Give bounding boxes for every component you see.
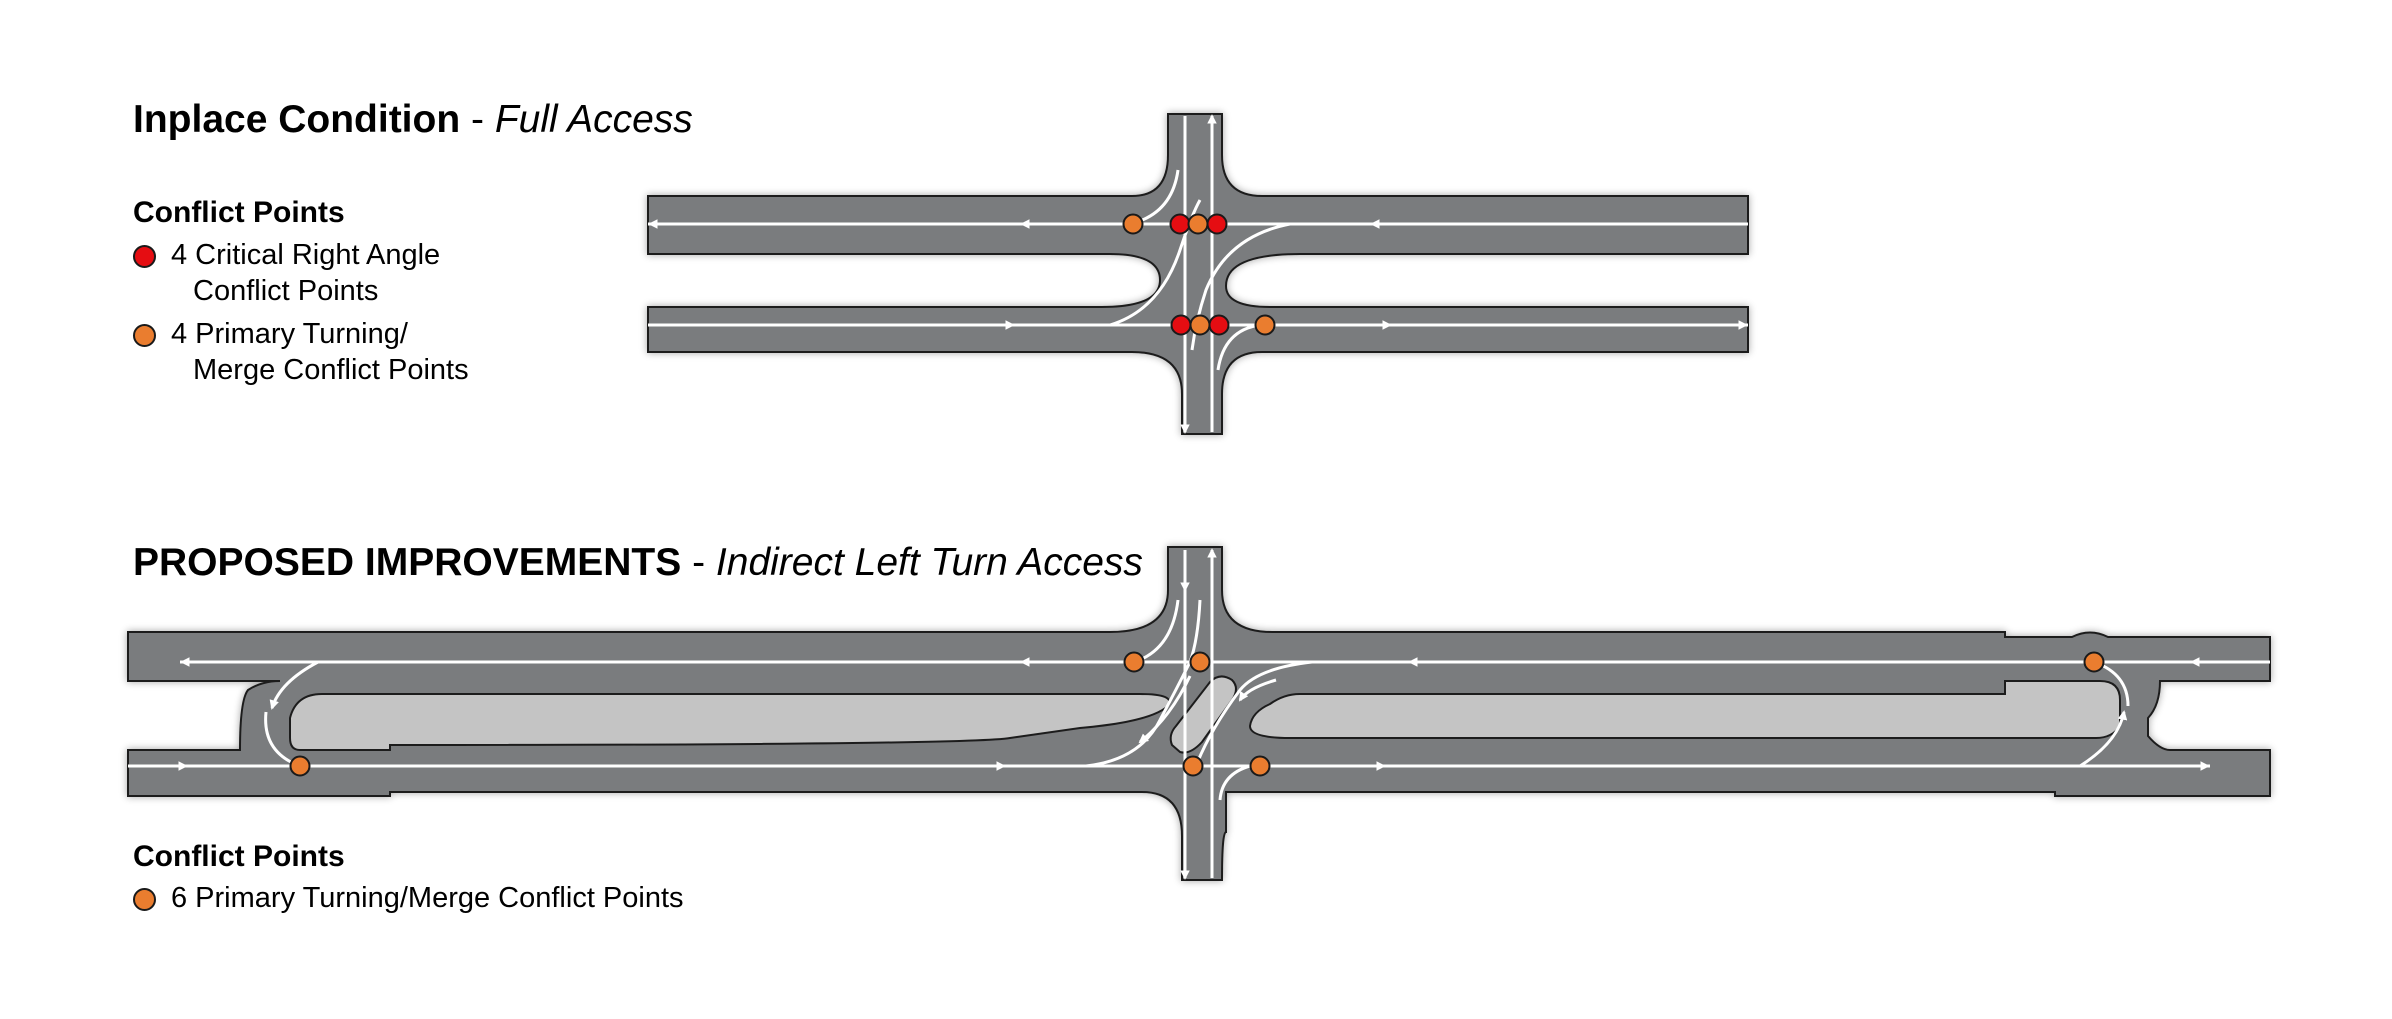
primary-conflict-point <box>1187 213 1209 235</box>
critical-conflict-point <box>1208 314 1230 336</box>
proposed-nb-right-turn <box>1218 764 1251 801</box>
primary-conflict-point <box>1182 755 1204 777</box>
inplace-legend-heading: Conflict Points <box>133 196 345 229</box>
critical-conflict-dot-icon <box>133 245 156 268</box>
inplace-legend-primary-line2: Merge Conflict Points <box>193 354 469 386</box>
inplace-diagram <box>647 113 1749 435</box>
inplace-title-italic: Full Access <box>494 98 693 141</box>
proposed-median-east <box>1248 680 2121 739</box>
proposed-diagram <box>127 546 2271 881</box>
primary-conflict-point <box>289 755 311 777</box>
proposed-legend-primary-line1: 6 Primary Turning/Merge Conflict Points <box>171 882 684 914</box>
critical-conflict-point <box>1206 213 1228 235</box>
proposed-lane-lines <box>128 548 2270 878</box>
proposed-title-bold: PROPOSED IMPROVEMENTS <box>133 541 682 584</box>
inplace-nb-right-turn <box>1216 323 1261 371</box>
inplace-title-bold: Inplace Condition <box>133 98 461 141</box>
proposed-arrows <box>168 570 2210 880</box>
inplace-eb-left-turn <box>1109 199 1202 327</box>
proposed-eb-right-merge <box>1085 599 1202 768</box>
primary-conflict-dot-icon <box>133 324 156 347</box>
critical-conflict-point <box>1169 213 1191 235</box>
proposed-center-island <box>1169 675 1237 754</box>
proposed-legend-heading: Conflict Points <box>133 840 345 873</box>
primary-conflict-point <box>1189 651 1211 673</box>
inplace-legend-critical-line1: 4 Critical Right Angle <box>171 239 441 271</box>
primary-conflict-point <box>1249 755 1271 777</box>
primary-conflict-point <box>2083 651 2105 673</box>
proposed-east-uturn-bottom <box>2079 710 2128 768</box>
primary-conflict-point <box>1123 651 1145 673</box>
proposed-title-sep: - <box>681 541 716 584</box>
proposed-title: PROPOSED IMPROVEMENTS - Indirect Left Tu… <box>133 541 1143 585</box>
inplace-legend-primary-line1: 4 Primary Turning/ <box>171 318 408 350</box>
inplace-road-upper <box>647 113 1749 435</box>
inplace-title: Inplace Condition - Full Access <box>133 98 693 142</box>
primary-conflict-point <box>1189 314 1211 336</box>
proposed-wb-right-turn <box>1194 660 1313 767</box>
primary-conflict-point <box>1254 314 1276 336</box>
proposed-conflict-points <box>289 651 2105 777</box>
inplace-title-sep: - <box>460 98 495 141</box>
primary-conflict-point <box>1122 213 1144 235</box>
inplace-arrows <box>648 219 1748 330</box>
inplace-conflict-points <box>1122 213 1276 336</box>
proposed-sb-left-to-west <box>1138 675 1192 744</box>
proposed-title-italic: Indirect Left Turn Access <box>715 541 1143 584</box>
proposed-nb-left-to-east <box>1238 678 1277 702</box>
inplace-legend-critical-line2: Conflict Points <box>193 275 379 307</box>
proposed-west-uturn-top <box>269 660 319 710</box>
primary-conflict-dot-icon <box>133 888 156 911</box>
critical-conflict-point <box>1170 314 1192 336</box>
